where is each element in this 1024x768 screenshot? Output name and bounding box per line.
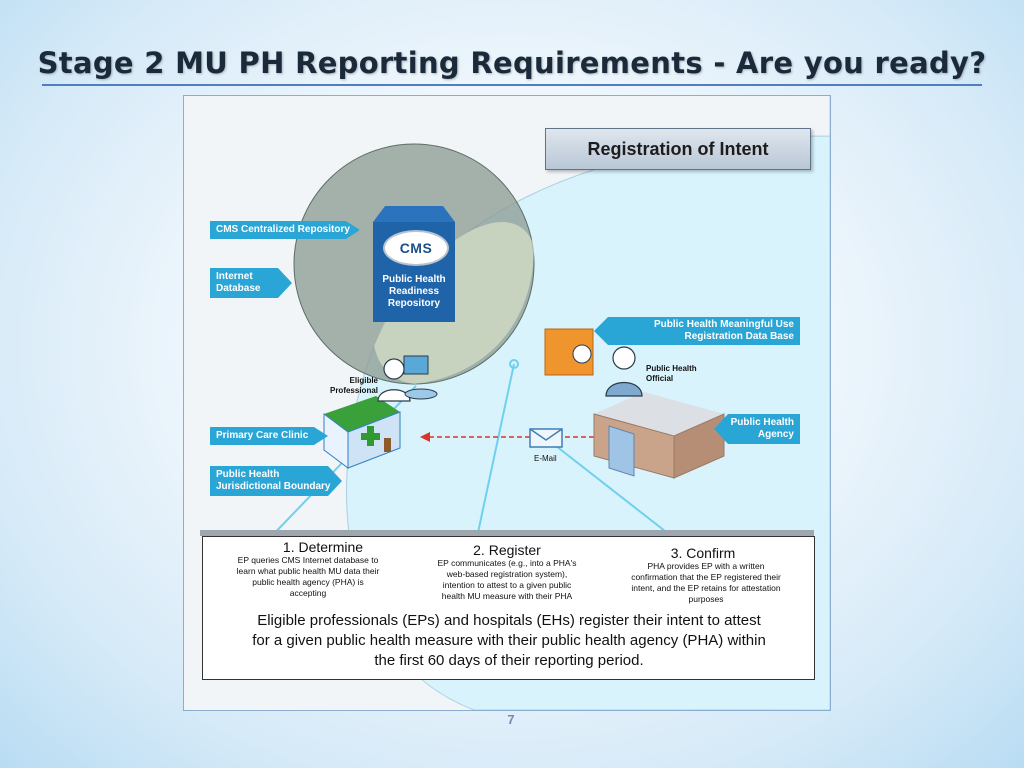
step3-desc-line: confirmation that the EP registered thei… [631, 572, 781, 582]
slide-title: Stage 2 MU PH Reporting Requirements - A… [37, 46, 987, 80]
tag-mu-db-line2: Registration Data Base [684, 331, 794, 342]
summary-line: Eligible professionals (EPs) and hospita… [257, 612, 761, 629]
tag-public-health-agency: Public Health Agency [714, 414, 800, 444]
step2-pointer [475, 363, 515, 543]
ep-label-line1: Eligible [349, 376, 378, 385]
tag-internet-database-line2: Database [216, 283, 261, 294]
step3-desc-line: intent, and the EP retains for attestati… [631, 583, 781, 593]
public-health-official-label: Public Health Official [646, 364, 697, 384]
repository-label-3: Repository [387, 298, 441, 309]
step3-title: 3. Confirm [670, 545, 736, 561]
summary-line: the first 60 days of their reporting per… [374, 652, 644, 669]
step3-desc-line: purposes [688, 594, 724, 604]
pho-db-cylinder [572, 344, 592, 364]
diagram-panel: Registration of Intent Public Health Rea… [183, 95, 831, 711]
steps-top-bar [200, 530, 814, 536]
summary-text: Eligible professionals (EPs) and hospita… [211, 611, 807, 671]
ep-monitor [403, 355, 429, 375]
step2-desc-line: health MU measure with their PHA [441, 591, 573, 601]
step3-desc-line: PHA provides EP with a written [647, 561, 765, 571]
pho-body [605, 382, 643, 397]
page-number: 7 [507, 712, 515, 727]
step1-title: 1. Determine [282, 539, 364, 555]
step1-desc-line: EP queries CMS Internet database to [237, 555, 379, 565]
repository-lid [373, 206, 455, 222]
confirmation-arrowhead [420, 432, 430, 442]
step3-pointer [555, 445, 680, 543]
tag-jurisdictional-boundary: Public Health Jurisdictional Boundary [210, 466, 342, 496]
steps-box: 1. Determine EP queries CMS Internet dat… [202, 536, 815, 680]
clinic-cross-h [361, 433, 380, 440]
summary-line: for a given public health measure with t… [252, 632, 766, 649]
clinic-roof [324, 396, 400, 432]
pho-head [612, 346, 636, 370]
cms-logo: CMS [383, 230, 449, 266]
step1-desc-line: learn what public health MU data their [236, 566, 380, 576]
email-envelope [529, 428, 563, 448]
repository-label-2: Readiness [388, 286, 440, 297]
step2-desc-line: web-based registration system), [446, 569, 568, 579]
step3-desc: PHA provides EP with a written confirmat… [611, 561, 801, 605]
tag-agency-line2: Agency [757, 429, 794, 440]
step1-desc: EP queries CMS Internet database to lear… [213, 555, 403, 599]
step2-desc: EP communicates (e.g., into a PHA's web-… [411, 558, 603, 602]
pho-label-line1: Public Health [646, 364, 697, 373]
tag-primary-care-clinic: Primary Care Clinic [210, 427, 328, 445]
title-divider [42, 84, 982, 86]
hospital-tower [608, 425, 635, 477]
tag-jurisdiction-line1: Public Health [216, 469, 280, 480]
tag-internet-database-line1: Internet [216, 271, 253, 282]
email-label: E-Mail [534, 454, 557, 463]
ep-body [377, 389, 411, 402]
tag-mu-registration-database: Public Health Meaningful Use Registratio… [594, 317, 800, 345]
step1-desc-line: accepting [289, 588, 327, 598]
tag-mu-db-line1: Public Health Meaningful Use [653, 319, 794, 330]
registration-of-intent-header: Registration of Intent [545, 128, 811, 170]
step2-pointer-dot [509, 359, 519, 369]
tag-internet-database: Internet Database [210, 268, 292, 298]
ep-label-line2: Professional [329, 386, 378, 395]
ep-desk [404, 388, 438, 400]
step1-desc-line: public health agency (PHA) is [252, 577, 364, 587]
tag-agency-line1: Public Health [730, 417, 794, 428]
eligible-professional-label: Eligible Professional [324, 376, 378, 396]
tag-cms-centralized-repository: CMS Centralized Repository [210, 221, 360, 239]
hospital-top [594, 392, 724, 436]
step2-title: 2. Register [473, 542, 541, 558]
hospital-right [673, 413, 725, 479]
pho-label-line2: Official [646, 374, 674, 383]
step2-desc-line: intention to attest to a given public [442, 580, 572, 590]
ep-head [383, 358, 405, 380]
repository-label-1: Public Health [382, 274, 446, 285]
email-flap [529, 428, 563, 441]
clinic-door [384, 438, 391, 452]
step2-desc-line: EP communicates (e.g., into a PHA's [437, 558, 577, 568]
tag-jurisdiction-line2: Jurisdictional Boundary [216, 481, 331, 492]
